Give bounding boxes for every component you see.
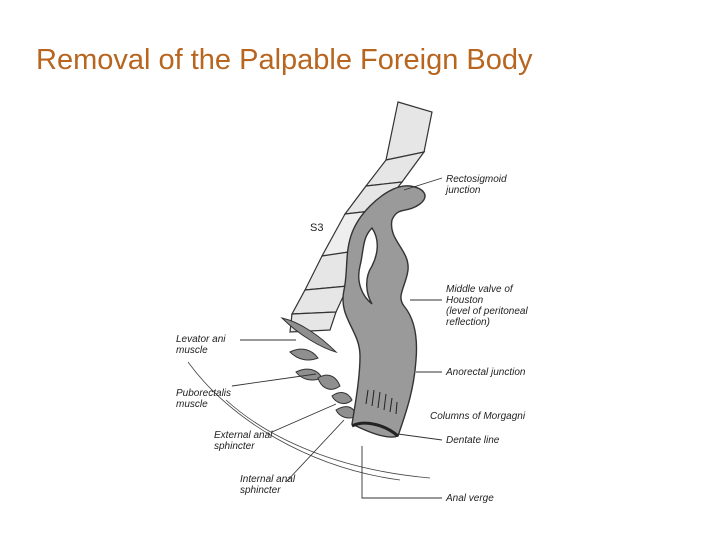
label-line: Columns of Morgagni [430, 411, 526, 422]
label-line: muscle [176, 345, 208, 356]
pelvic-floor-muscles [280, 317, 357, 419]
anal-columns [351, 389, 399, 438]
label-line: reflection) [446, 317, 490, 328]
label-line: Puborectalis [176, 388, 232, 399]
label-line: junction [446, 185, 481, 196]
label-line: muscle [176, 399, 208, 410]
label-internal-anal-sphincter: Internal anal sphincter [240, 474, 295, 496]
label-anal-verge: Anal verge [446, 493, 494, 504]
label-dentate-line: Dentate line [446, 435, 499, 446]
label-line: sphincter [240, 485, 281, 496]
label-levator-ani-muscle: Levator ani muscle [176, 334, 225, 356]
label-line: Internal anal [240, 474, 296, 485]
label-anorectal-junction: Anorectal junction [446, 367, 526, 378]
label-line: Levator ani [176, 334, 226, 345]
label-line: External anal [214, 430, 273, 441]
label-line: Dentate line [446, 435, 500, 446]
vertebra-label-s3: S3 [310, 222, 324, 234]
label-middle-valve-of-houston: Middle valve of Houston (level of perito… [446, 284, 528, 328]
label-line: Rectosigmoid [446, 174, 507, 185]
label-line: Houston [446, 295, 484, 306]
label-line: Middle valve of [446, 284, 513, 295]
label-columns-of-morgagni: Columns of Morgagni [430, 411, 525, 422]
label-rectosigmoid-junction: Rectosigmoid junction [446, 174, 507, 196]
label-external-anal-sphincter: External anal sphincter [214, 430, 272, 452]
leader-lines [231, 177, 443, 499]
label-puborectalis-muscle: Puborectalis muscle [176, 388, 231, 410]
slide-title: Removal of the Palpable Foreign Body [36, 44, 533, 76]
rectum [342, 185, 426, 438]
label-line: sphincter [214, 441, 255, 452]
reference-arcs [187, 361, 431, 481]
label-line: (level of peritoneal [446, 306, 528, 317]
label-line: Anal verge [446, 493, 494, 504]
label-line: Anorectal junction [446, 367, 526, 378]
